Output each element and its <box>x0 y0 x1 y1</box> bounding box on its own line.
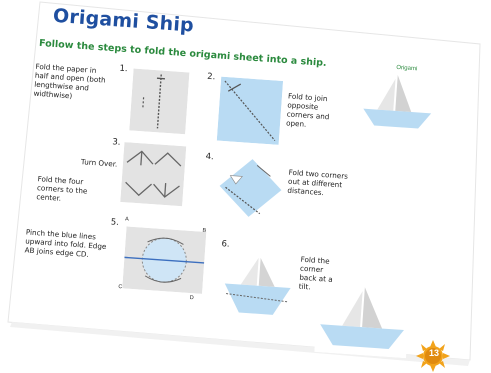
step-3-image <box>120 142 187 207</box>
step-6-image <box>224 257 291 315</box>
step-6-number: 6. <box>221 239 231 250</box>
step-1-text: Fold the paper in half and open (both le… <box>33 61 106 101</box>
step-1-image <box>129 68 190 135</box>
step-5-image <box>122 226 207 294</box>
final-ship-image <box>355 68 440 138</box>
step-3-turn-over: Turn Over. <box>80 157 118 169</box>
page-number: 13 <box>428 348 439 358</box>
step-4-number: 4. <box>205 151 215 163</box>
step-2-image <box>216 76 284 145</box>
point-a-label: A <box>124 216 129 223</box>
step-3-number: 3. <box>112 137 121 148</box>
step-1-number: 1. <box>119 63 128 75</box>
sun-badge-icon <box>416 340 450 372</box>
step-2-text: Fold to join opposite corners and open. <box>285 91 330 129</box>
point-d-label: D <box>189 295 194 302</box>
step-5-number: 5. <box>110 217 120 228</box>
worksheet: Origami Ship Follow the steps to fold th… <box>18 2 471 371</box>
step-2-number: 2. <box>206 71 216 83</box>
step-4-text: Fold two corners out at different distan… <box>287 167 349 198</box>
step-3-text: Fold the four corners to the center. <box>36 174 88 203</box>
finished-boat-image <box>314 282 411 359</box>
step-4-image <box>219 159 282 217</box>
step-5-text: Pinch the blue lines upward into fold. E… <box>24 227 107 259</box>
